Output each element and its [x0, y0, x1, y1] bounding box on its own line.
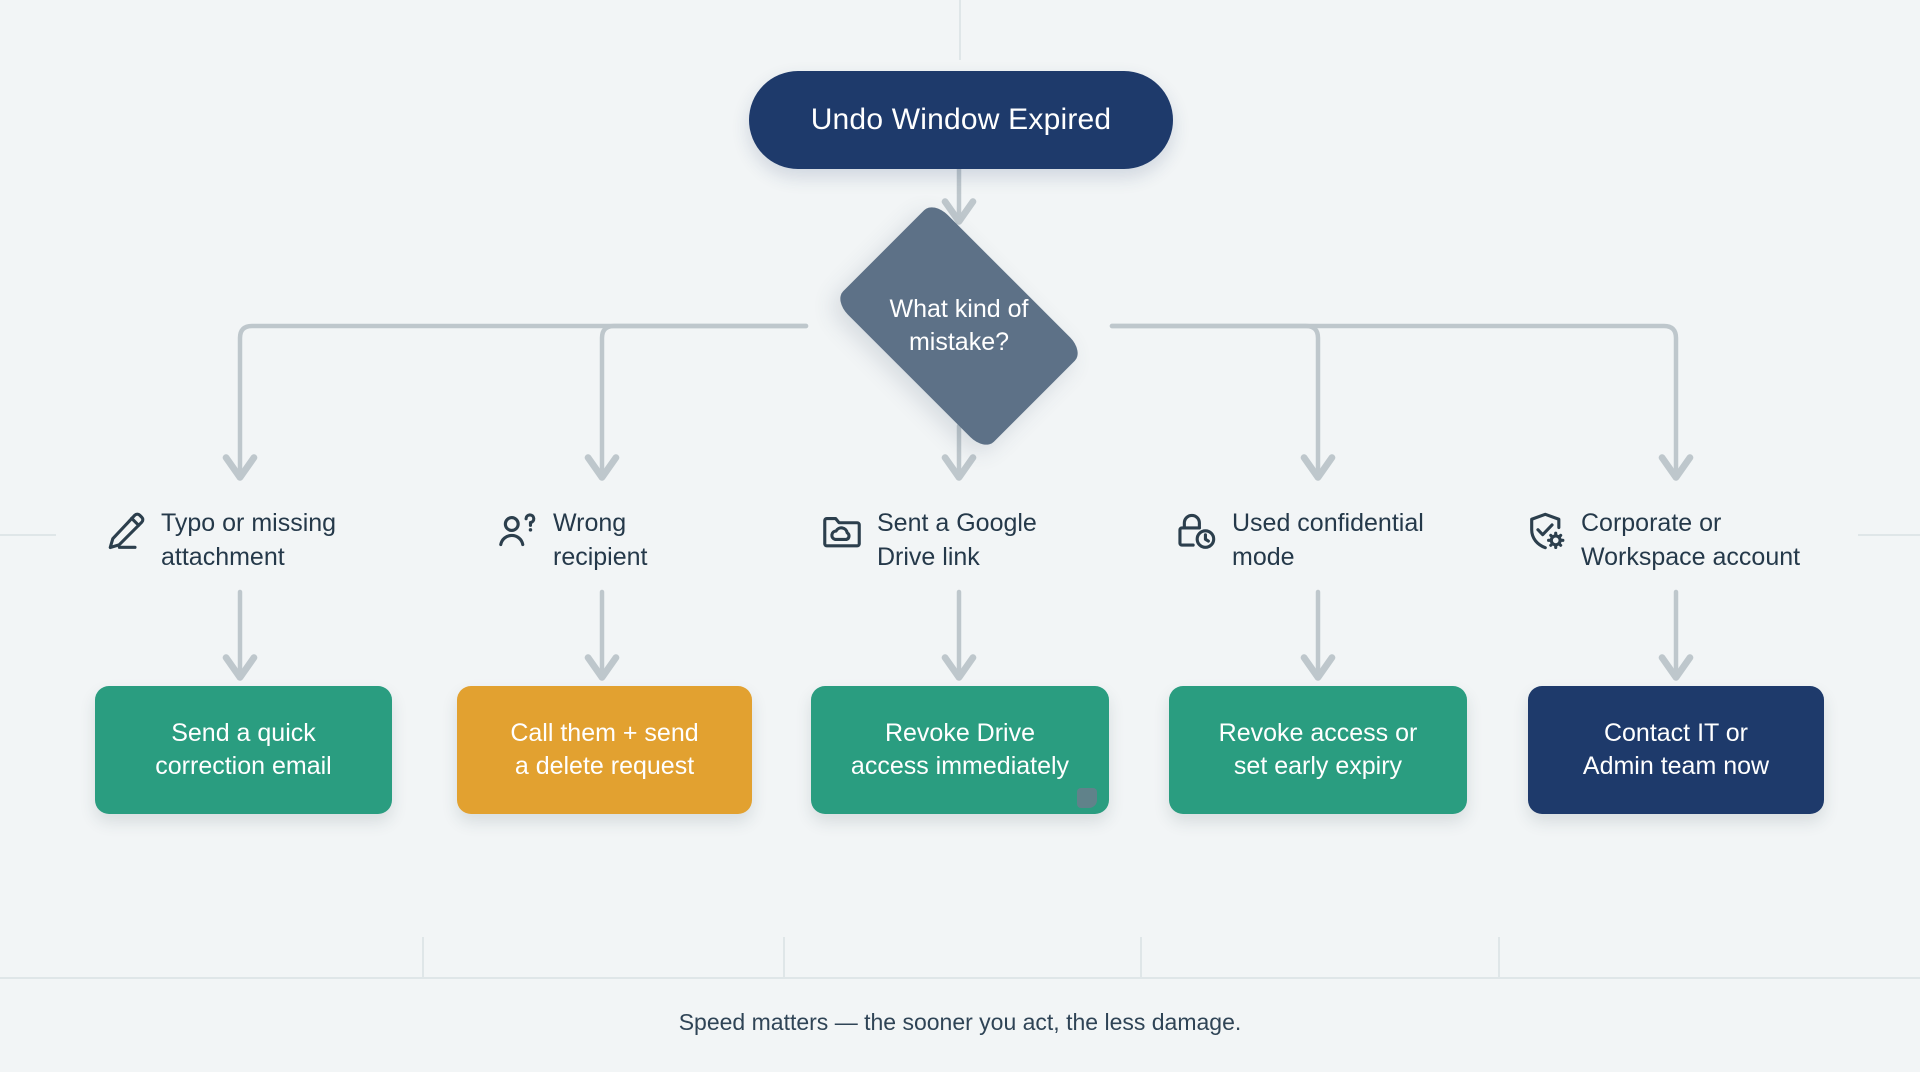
branch-label: Wrong recipient	[553, 509, 648, 571]
root-node-undo-window-expired[interactable]: Undo Window Expired	[749, 71, 1173, 169]
decision-node-what-kind-of-mistake[interactable]: What kind of mistake?	[804, 200, 1114, 452]
branch-label: Used confidential mode	[1232, 509, 1424, 571]
footer-caption: Speed matters — the sooner you act, the …	[678, 1009, 1242, 1035]
pencil-icon	[104, 509, 148, 553]
connector-decision-to-branch-5	[1109, 323, 1694, 481]
background-guide-vertical-d	[1498, 937, 1500, 978]
outcome-box-revoke-drive-access-immediately[interactable]: Revoke Drive access immediately	[811, 686, 1109, 814]
shield-check-gear-icon	[1524, 509, 1568, 553]
background-guide-horizontal-baseline	[0, 977, 1920, 979]
background-guide-vertical-b	[783, 937, 785, 978]
outcome-box-revoke-access-or-set-early-expiry[interactable]: Revoke access or set early expiry	[1169, 686, 1467, 814]
background-guide-horizontal-right	[1858, 534, 1920, 536]
background-guide-vertical-c	[1140, 937, 1142, 978]
connector-decision-to-branch-1	[222, 323, 809, 481]
outcome-box-send-a-quick-correction-email[interactable]: Send a quick correction email	[95, 686, 392, 814]
branch-item-wrong-recipient[interactable]: Wrong recipient	[496, 505, 746, 575]
branch-item-used-confidential-mode[interactable]: Used confidential mode	[1175, 505, 1465, 575]
person-question-icon	[496, 509, 540, 553]
render-artifact-blob	[1077, 788, 1097, 808]
background-guide-vertical-top	[959, 0, 961, 60]
branch-item-typo-or-missing-attachment[interactable]: Typo or missing attachment	[104, 505, 394, 575]
outcome-label: Revoke Drive access immediately	[850, 718, 1070, 781]
lock-clock-icon	[1175, 509, 1219, 553]
branch-label: Corporate or Workspace account	[1581, 509, 1801, 571]
folder-cloud-icon	[820, 509, 864, 553]
decision-node-label: What kind of mistake?	[889, 295, 1029, 356]
outcome-box-contact-it-or-admin-team-now[interactable]: Contact IT or Admin team now	[1528, 686, 1824, 814]
branch-label: Sent a Google Drive link	[877, 509, 1037, 571]
background-guide-horizontal-left	[0, 534, 56, 536]
background-guide-vertical-a	[422, 937, 424, 978]
branch-item-corporate-or-workspace-account[interactable]: Corporate or Workspace account	[1524, 505, 1864, 575]
outcome-box-call-them-send-a-delete-request[interactable]: Call them + send a delete request	[457, 686, 752, 814]
branch-item-sent-a-google-drive-link[interactable]: Sent a Google Drive link	[820, 505, 1100, 575]
connector-decision-to-branch-2	[584, 323, 809, 481]
branch-label: Typo or missing attachment	[161, 509, 337, 571]
connector-decision-to-branch-4	[1109, 323, 1336, 481]
